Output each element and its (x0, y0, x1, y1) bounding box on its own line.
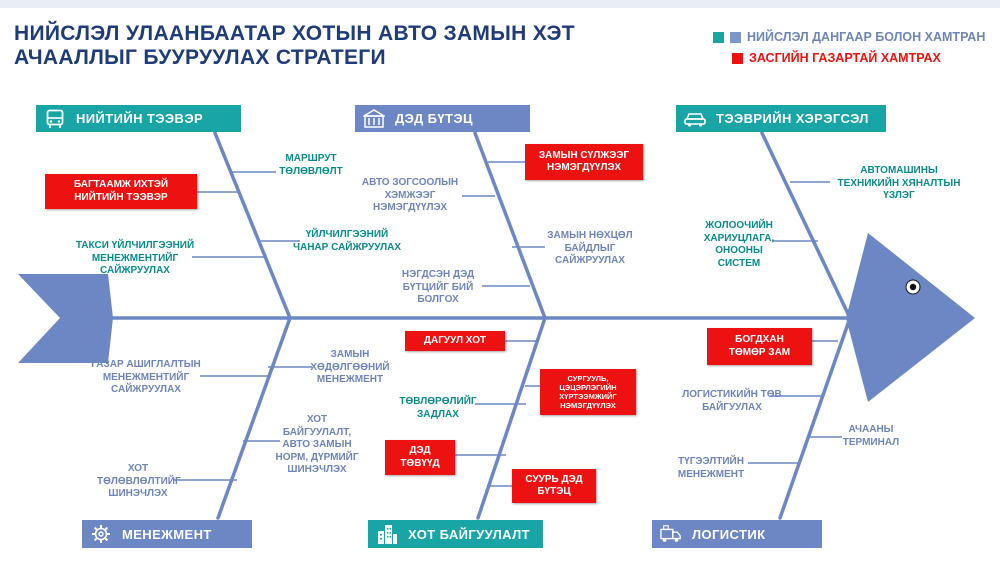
rib-infrastructure (473, 131, 547, 320)
category-vehicles-label: ТЭЭВРИЙН ХЭРЭГСЭЛ (716, 111, 869, 126)
category-vehicles: ТЭЭВРИЙН ХЭРЭГСЭЛ (676, 105, 886, 132)
category-infrastructure: ДЭД БҮТЭЦ (355, 105, 530, 132)
category-urban-planning-label: ХОТ БАЙГУУЛАЛТ (408, 526, 530, 542)
legend-teal-swatch (713, 31, 724, 43)
bus-icon (44, 108, 66, 130)
legend-red-swatch (732, 52, 743, 64)
rib-urban-planning (476, 316, 547, 520)
category-infrastructure-label: ДЭД БҮТЭЦ (395, 111, 473, 126)
city-icon (376, 523, 398, 545)
gear-icon (90, 523, 112, 545)
legend-joint-label: НИЙСЛЭЛ ДАНГААР БОЛОН ХАМТРАН (747, 30, 986, 44)
legend-government-label: ЗАСГИЙН ГАЗАРТАЙ ХАМТРАХ (749, 51, 941, 65)
category-management: МЕНЕЖМЕНТ (82, 520, 252, 548)
top-strip (0, 0, 1000, 8)
rib-logistics (778, 316, 852, 520)
category-public-transport: НИЙТИЙН ТЭЭВЭР (36, 105, 241, 132)
car-icon (684, 108, 706, 130)
fish-pupil (909, 283, 917, 291)
category-management-label: МЕНЕЖМЕНТ (122, 526, 212, 542)
category-public-transport-label: НИЙТИЙН ТЭЭВЭР (76, 111, 204, 126)
truck-icon (660, 523, 682, 545)
rib-public-transport (213, 131, 292, 320)
category-urban-planning: ХОТ БАЙГУУЛАЛТ (368, 520, 543, 548)
legend-government: ЗАСГИЙН ГАЗАРТАЙ ХАМТРАХ (732, 51, 941, 65)
legend-joint: НИЙСЛЭЛ ДАНГААР БОЛОН ХАМТРАН (713, 30, 985, 44)
page-title: НИЙСЛЭЛ УЛААНБААТАР ХОТЫН АВТО ЗАМЫН ХЭТ… (14, 22, 575, 69)
rib-vehicles (760, 131, 852, 320)
legend-blue-swatch (730, 31, 741, 43)
category-logistics: ЛОГИСТИК (652, 520, 822, 548)
fish-head (846, 233, 975, 402)
building-icon (363, 108, 385, 130)
item-satellite-city: ДАГУУЛ ХОТ (405, 331, 505, 351)
category-logistics-label: ЛОГИСТИК (692, 526, 766, 542)
fish-tail (18, 274, 113, 363)
rib-management (216, 316, 292, 520)
